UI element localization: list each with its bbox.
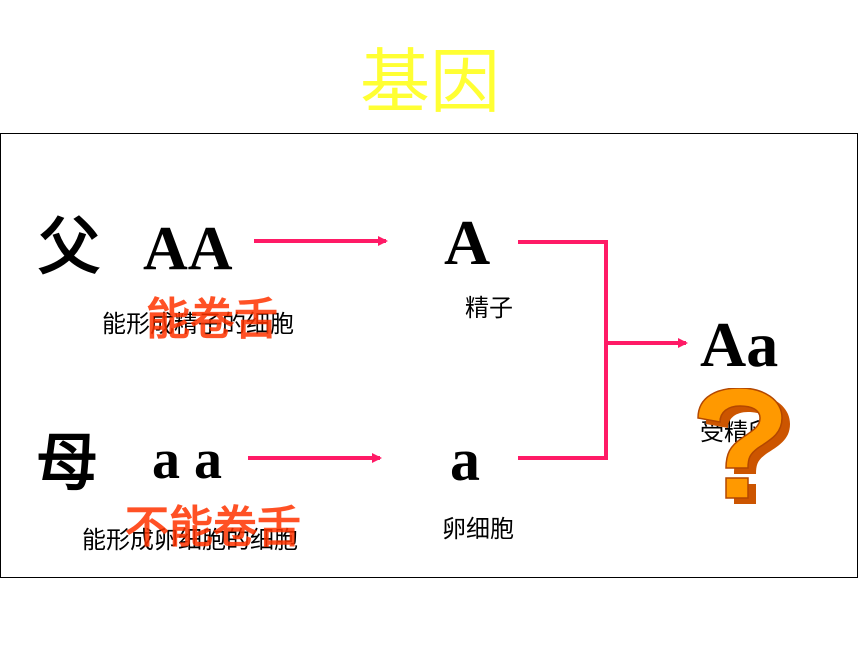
father-cell-note: 能形成精子的细胞 (102, 310, 294, 338)
mother-cell-note: 能形成卵细胞的细胞 (82, 526, 298, 554)
diagram-frame (0, 133, 858, 578)
mother-gamete: a (450, 427, 480, 493)
question-mark-icon (697, 388, 790, 504)
mother-genotype: a a (152, 429, 222, 491)
mother-label: 母 (36, 426, 99, 499)
mother-trait: 不能卷舌 (125, 502, 301, 553)
father-trait: 能卷舌 (146, 294, 278, 345)
father-gamete: A (444, 207, 491, 278)
father-genotype: AA (143, 215, 233, 283)
merge-bracket (518, 240, 608, 460)
offspring-genotype: Aa (700, 309, 779, 380)
sperm-label: 精子 (465, 294, 513, 322)
egg-label: 卵细胞 (442, 515, 514, 543)
father-label: 父 (38, 210, 101, 283)
diagram-title: 基因 (360, 41, 500, 123)
